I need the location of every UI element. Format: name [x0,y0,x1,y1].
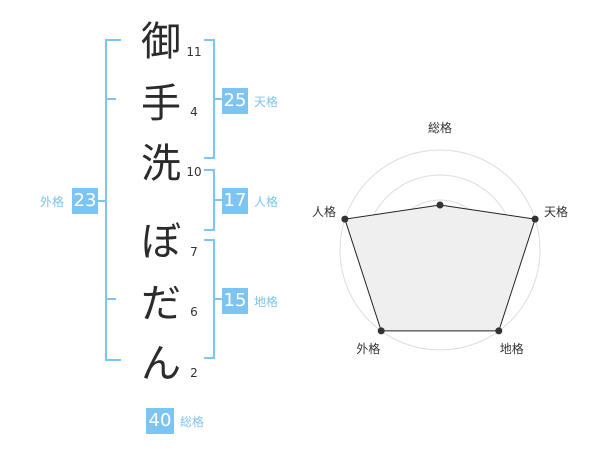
radar-point [495,327,503,335]
soukaku-label: 総格 [180,415,205,429]
stroke-count: 10 [186,165,202,179]
tenkaku-value-badge: 25 [222,88,248,114]
radar-label-chikaku: 地格 [499,341,524,356]
radar-label-tenkaku: 天格 [544,205,569,220]
radar-label-jinkaku: 人格 [311,205,336,220]
name-char: 洗 [141,141,181,187]
radar-label-gaikaku: 外格 [356,341,381,356]
name-char: ん [141,341,181,387]
chikaku-label: 地格 [254,295,279,309]
radar-point [436,201,444,209]
gaikaku-label: 外格 [40,195,65,209]
stroke-count: 7 [190,245,198,259]
stroke-count: 2 [190,366,198,380]
soukaku-value-badge: 40 [146,408,174,434]
name-char: 御 [141,19,181,65]
radar-point [341,215,349,223]
jinkaku-label: 人格 [254,195,279,209]
stroke-count: 6 [190,305,198,319]
name-char: ぼ [141,219,181,265]
radar-ring [339,149,541,351]
radar-point [531,215,539,223]
name-char: 手 [141,81,181,127]
radar-data-polygon [344,204,536,332]
jinkaku-value-badge: 17 [222,188,248,214]
radar-chart [339,149,541,351]
chikaku-value-badge: 15 [222,288,248,314]
radar-label-soukaku: 総格 [427,121,452,135]
radar-point [377,327,385,335]
radar-points [341,201,539,335]
tenkaku-label: 天格 [254,95,279,109]
gaikaku-value-badge: 23 [72,188,98,214]
name-char: だ [141,281,181,327]
stroke-count: 4 [190,105,198,119]
stroke-count: 11 [186,45,202,59]
